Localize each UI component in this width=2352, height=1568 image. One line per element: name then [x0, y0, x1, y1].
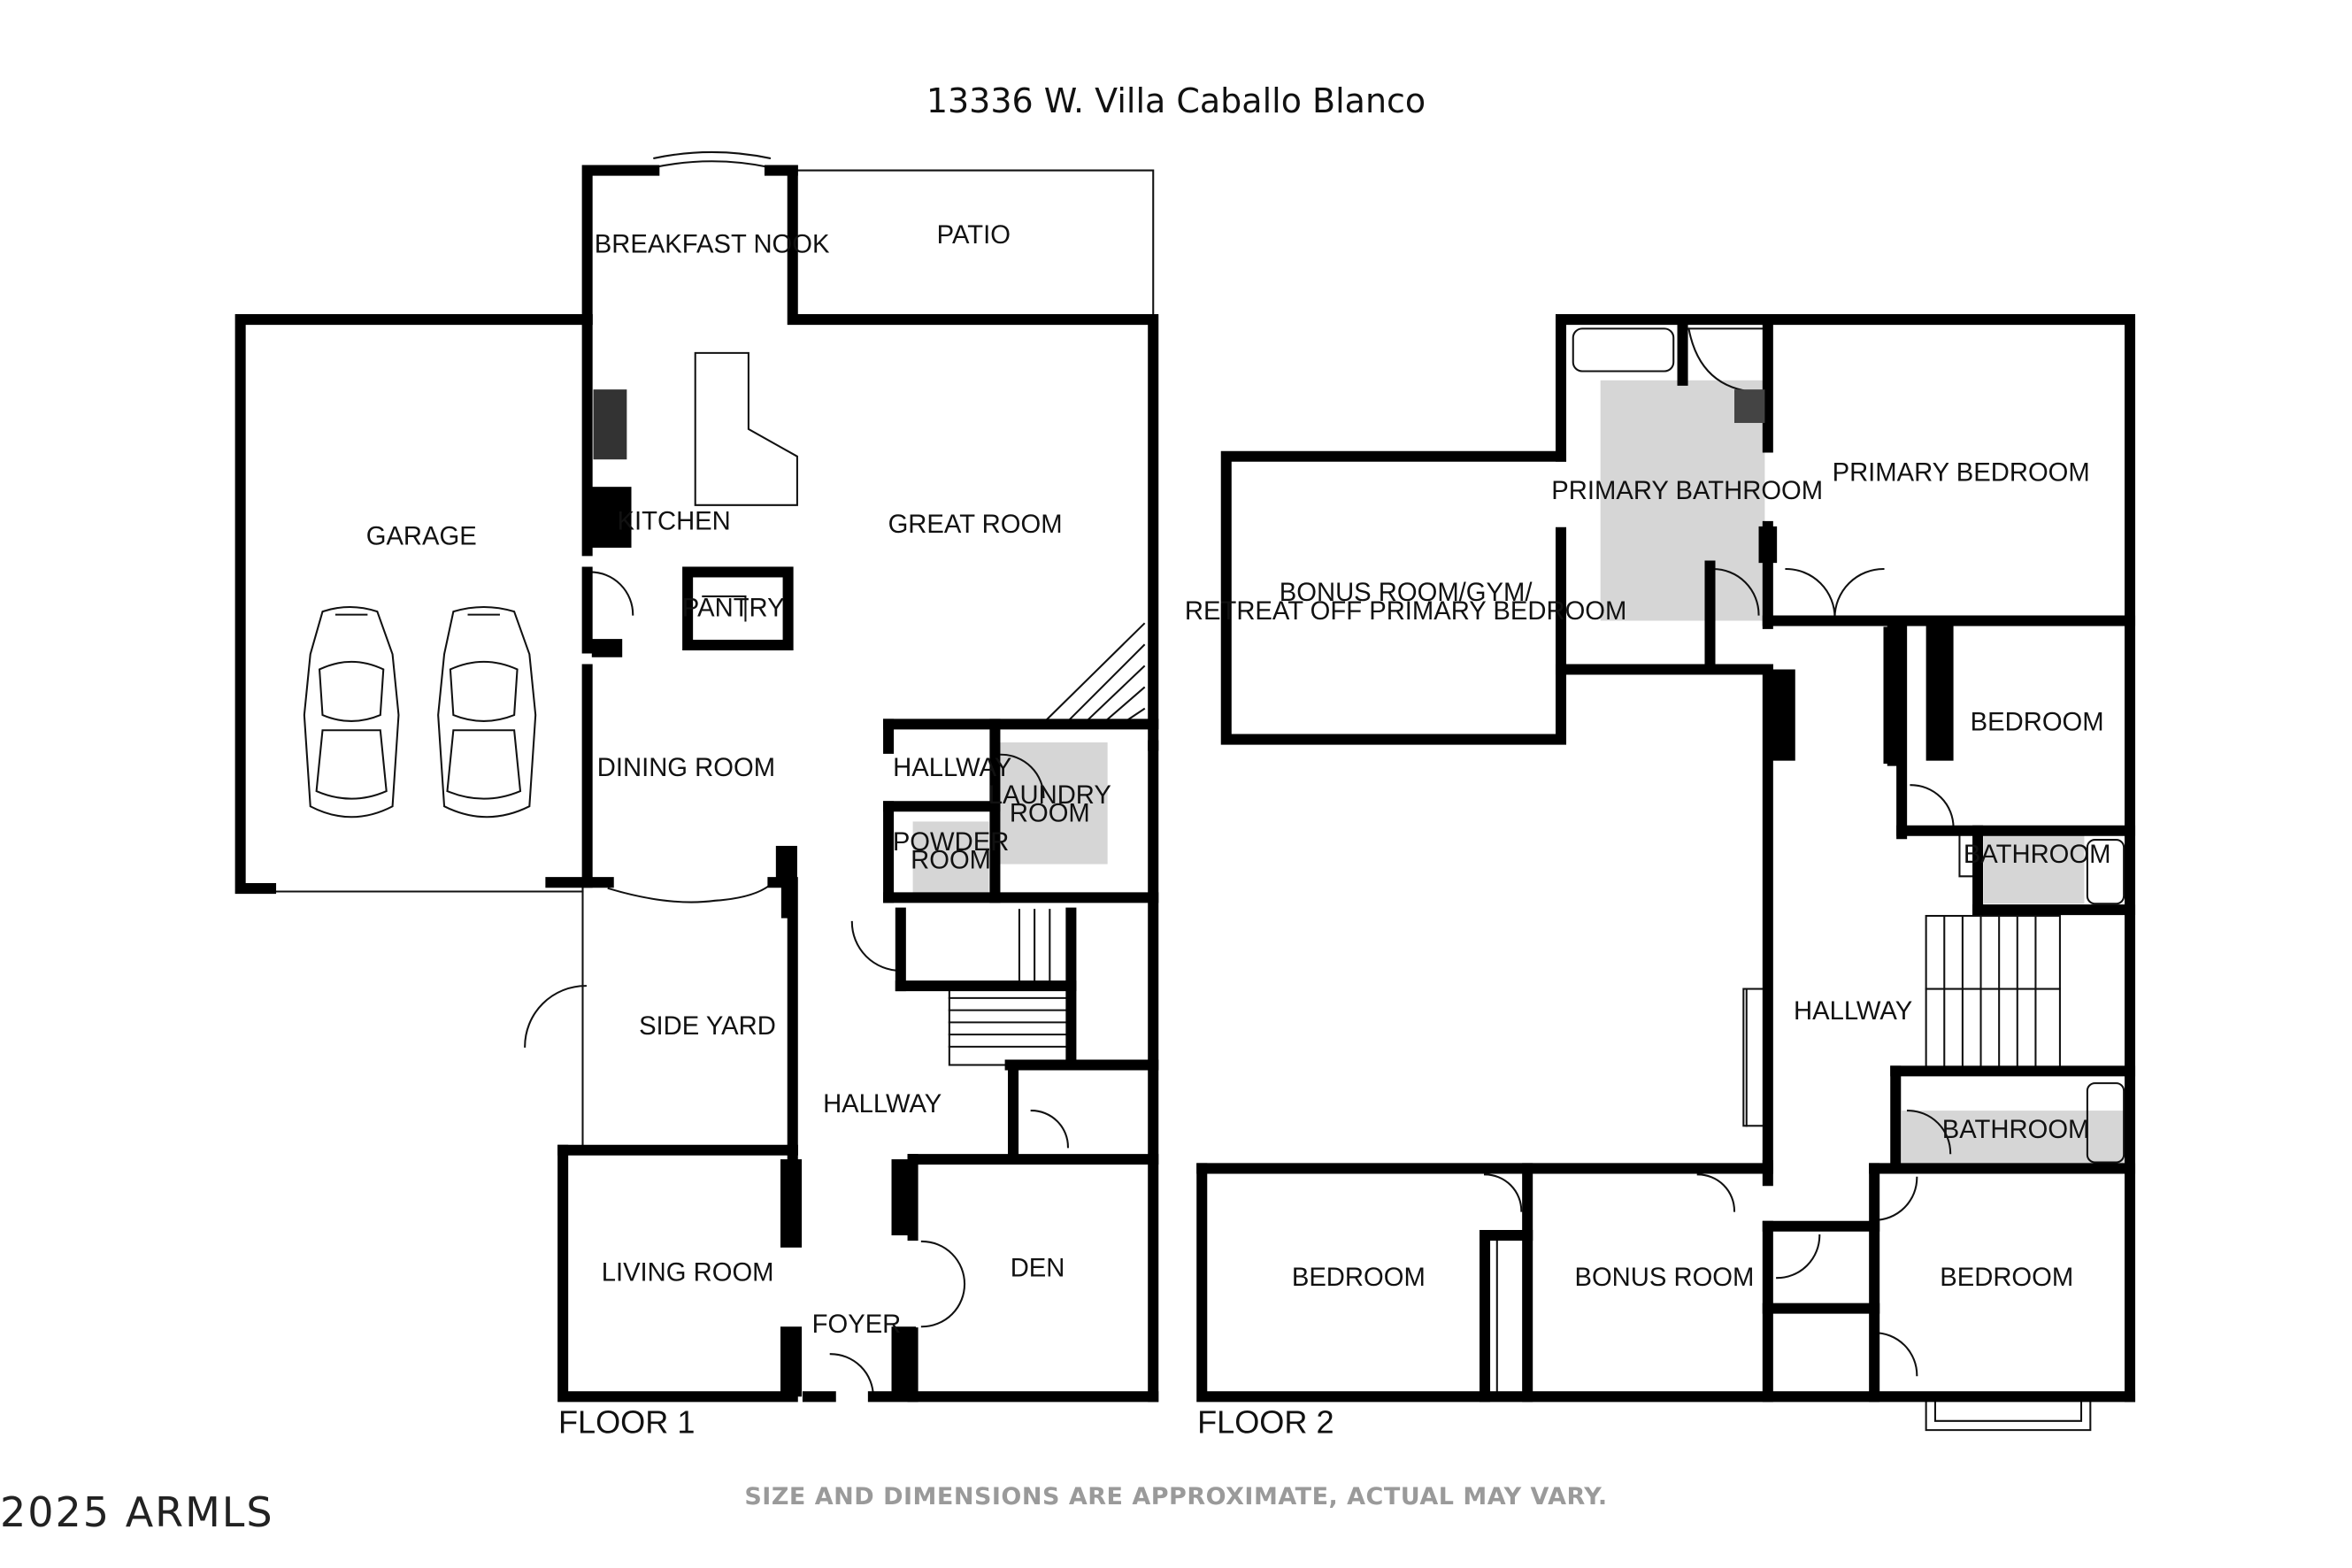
floor-1-plan [234, 150, 1159, 1403]
stairs-floor2 [1925, 914, 2061, 1069]
door-swing [1906, 1110, 1952, 1155]
room-label-bathroom-lower: BATHROOM [1942, 1116, 2090, 1144]
room-label-bedroom-left: BEDROOM [1292, 1264, 1426, 1292]
room-label-garage: GARAGE [366, 523, 477, 551]
room-label-powder-room: ROOM [911, 847, 991, 875]
door-swing [1776, 1234, 1821, 1280]
copyright-mark: 2025 ARMLS [0, 1488, 274, 1536]
garage-car-right [437, 606, 537, 819]
plan-title: 13336 W. Villa Caballo Blanco [926, 81, 1426, 120]
door-swing [850, 920, 902, 972]
bathroom-lower-shading [1902, 1111, 2131, 1165]
kitchen-island [694, 351, 798, 506]
room-label-breakfast-nook: BREAKFAST NOOK [595, 230, 830, 258]
room-label-retreat: RETREAT OFF PRIMARY BEDROOM [1185, 597, 1627, 626]
room-label-hallway-floor2: HALLWAY [1794, 997, 1912, 1026]
room-label-den: DEN [1011, 1254, 1065, 1282]
room-label-laundry-room: ROOM [1010, 799, 1090, 827]
room-label-foyer: FOYER [812, 1311, 902, 1339]
floor-1-room-labels: BREAKFAST NOOK PATIO GARAGE KITCHEN GREA… [366, 221, 1111, 1440]
room-label-side-yard: SIDE YARD [639, 1012, 776, 1041]
den-double-door-swing [920, 1240, 966, 1328]
room-label-great-room: GREAT ROOM [888, 511, 1063, 539]
primary-bedroom-double-door-swing [1785, 567, 1885, 619]
side-yard-door-swing [524, 985, 587, 1048]
room-label-bonus-room: BONUS ROOM [1574, 1264, 1754, 1292]
door-swing [1484, 1173, 1523, 1212]
door-swing [1030, 1110, 1069, 1149]
room-label-powder: POWDER [893, 828, 1009, 857]
balcony [1925, 1395, 2092, 1432]
pantry-door [702, 595, 747, 622]
room-label-bedroom-upper: BEDROOM [1971, 708, 2104, 736]
door-swing [1711, 567, 1760, 616]
bathtub [2086, 1082, 2125, 1164]
door-swing [1910, 784, 1955, 829]
room-label-pantry: PANTRY [682, 594, 785, 622]
floor-2-label: FLOOR 2 [1197, 1404, 1334, 1441]
room-label-hallway-lower: HALLWAY [823, 1090, 942, 1118]
room-label-laundry: LAUNDRY [988, 781, 1111, 810]
room-label-living-room: LIVING ROOM [602, 1259, 774, 1287]
laundry-room-shading [997, 742, 1108, 865]
door-swing [1696, 1173, 1736, 1212]
room-label-primary-bathroom: PRIMARY BATHROOM [1551, 477, 1823, 505]
door-swing [1873, 1176, 1918, 1221]
stairs-great-room [1041, 622, 1146, 729]
floor-2-room-labels: PRIMARY BATHROOM PRIMARY BEDROOM BONUS R… [1185, 458, 2111, 1440]
room-label-primary-bedroom: PRIMARY BEDROOM [1833, 458, 2090, 487]
laundry-door-swing [1000, 753, 1045, 798]
room-label-bathroom-upper: BATHROOM [1964, 841, 2111, 869]
front-door-swing [829, 1353, 874, 1398]
bathtub [2086, 839, 2125, 905]
floor-2-plan [1196, 314, 2136, 1432]
dimensions-disclaimer: SIZE AND DIMENSIONS ARE APPROXIMATE, ACT… [744, 1483, 1608, 1510]
room-label-patio: PATIO [937, 221, 1011, 250]
bathtub [1572, 327, 1675, 373]
room-label-kitchen: KITCHEN [618, 507, 731, 535]
room-label-bedroom-right: BEDROOM [1940, 1264, 2073, 1292]
door-swing [1873, 1332, 1918, 1377]
floor-1-label: FLOOR 1 [558, 1404, 695, 1441]
garage-car-left [303, 606, 400, 819]
room-label-bonus-room-gym: BONUS ROOM/GYM/ [1280, 579, 1533, 607]
door-swing [589, 571, 634, 616]
powder-room-shading [912, 821, 989, 895]
bathroom-upper-shading [1983, 834, 2085, 904]
room-label-dining-room: DINING ROOM [597, 754, 775, 782]
room-label-hallway-upper: HALLWAY [893, 754, 1011, 782]
